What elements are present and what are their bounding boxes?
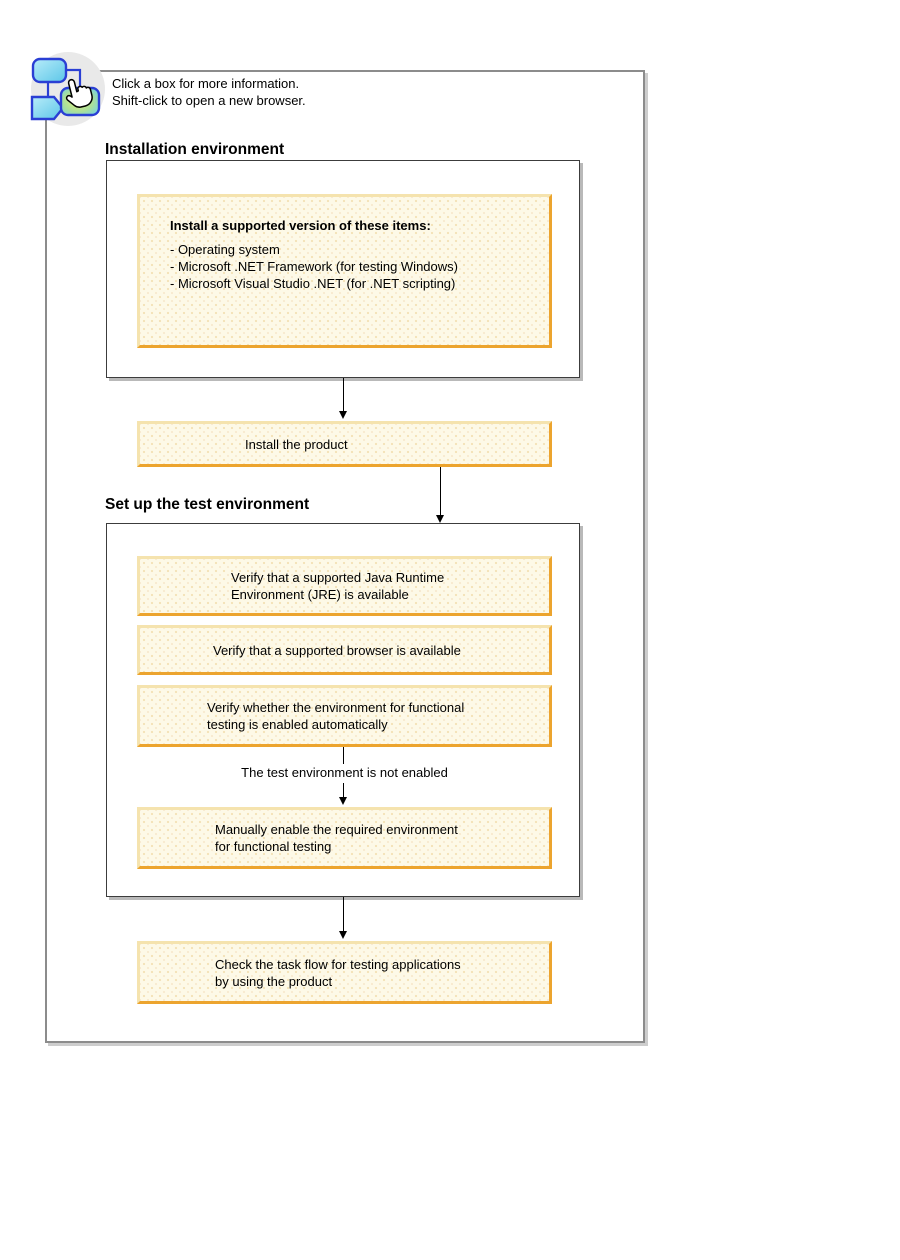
arrow-line-2 xyxy=(440,467,441,515)
list-item: - Operating system xyxy=(170,242,280,257)
flow-box-install-product[interactable]: Install the product xyxy=(137,421,552,467)
install-items-content: Install a supported version of these ite… xyxy=(140,197,468,292)
arrow-line-3-upper xyxy=(343,747,344,764)
box-label: Verify that a supported browser is avail… xyxy=(213,642,461,658)
flow-box-verify-jre[interactable]: Verify that a supported Java Runtime Env… xyxy=(137,556,552,616)
arrowhead-down-icon xyxy=(339,931,347,939)
box-label: Install the product xyxy=(245,436,348,452)
list-item: - Microsoft .NET Framework (for testing … xyxy=(170,259,458,274)
arrowhead-down-icon xyxy=(436,515,444,523)
section-heading-test-environment: Set up the test environment xyxy=(105,496,310,513)
list-item: - Microsoft Visual Studio .NET (for .NET… xyxy=(170,276,456,291)
arrow-line-1 xyxy=(343,378,344,411)
box-label: Verify that a supported Java Runtime Env… xyxy=(231,570,445,602)
instruction-note: Click a box for more information. Shift-… xyxy=(112,75,306,109)
note-line-2: Shift-click to open a new browser. xyxy=(112,93,306,108)
arrow-line-4 xyxy=(343,897,344,931)
diagram-frame xyxy=(45,70,645,1043)
icon-connector xyxy=(66,68,82,88)
hand-cursor-icon xyxy=(65,78,93,108)
flow-box-verify-functional[interactable]: Verify whether the environment for funct… xyxy=(137,685,552,747)
box-label: Verify whether the environment for funct… xyxy=(207,700,465,732)
box-label: Check the task flow for testing applicat… xyxy=(215,956,461,989)
box-label: Manually enable the required environment… xyxy=(215,822,458,854)
flow-box-check-task-flow[interactable]: Check the task flow for testing applicat… xyxy=(137,941,552,1004)
arrowhead-down-icon xyxy=(339,797,347,805)
arrowhead-down-icon xyxy=(339,411,347,419)
section-heading-installation: Installation environment xyxy=(105,141,285,158)
connector-label-not-enabled: The test environment is not enabled xyxy=(241,765,448,780)
flow-box-install-items[interactable]: Install a supported version of these ite… xyxy=(137,194,552,348)
flow-box-manually-enable[interactable]: Manually enable the required environment… xyxy=(137,807,552,869)
icon-node-box xyxy=(31,57,68,84)
arrow-line-3-lower xyxy=(343,783,344,797)
icon-node-pentagon xyxy=(30,95,65,121)
flow-box-verify-browser[interactable]: Verify that a supported browser is avail… xyxy=(137,625,552,675)
note-line-1: Click a box for more information. xyxy=(112,76,300,91)
flowchart-cursor-icon xyxy=(28,50,110,130)
install-items-title: Install a supported version of these ite… xyxy=(170,218,431,233)
